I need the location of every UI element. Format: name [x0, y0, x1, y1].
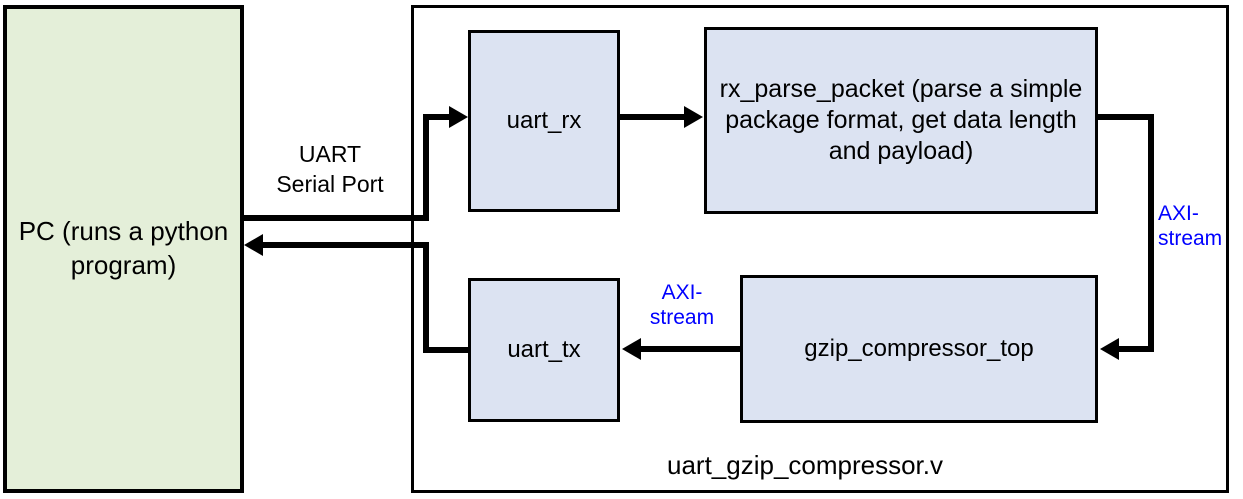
uart-tx-block: uart_tx — [468, 278, 620, 422]
uart-rx-label: uart_rx — [506, 107, 582, 135]
wire-rx-parse-to-gzip-segment-exit — [1098, 114, 1154, 120]
wire-pc-to-uart-rx-segment-horizontal — [243, 215, 429, 221]
pc-host-label: PC (runs a python program) — [18, 216, 229, 280]
uart-rx-block: uart_rx — [468, 30, 620, 212]
wire-pc-to-uart-rx-segment-entry — [423, 114, 455, 120]
wire-gzip-to-uart-tx — [640, 346, 740, 352]
wire-rx-parse-to-gzip-segment-vertical — [1148, 114, 1154, 352]
pc-host-block: PC (runs a python program) — [3, 5, 244, 493]
uart-tx-label: uart_tx — [507, 336, 581, 364]
wire-rx-parse-to-gzip-segment-entry — [1118, 346, 1154, 352]
wire-uart-rx-to-rx-parse-packet — [620, 114, 686, 120]
arrowhead-into-rx-parse-packet — [684, 106, 703, 128]
gzip-compressor-top-label: gzip_compressor_top — [804, 335, 1034, 363]
wire-uart-tx-to-pc-segment-horizontal — [262, 242, 429, 248]
arrowhead-into-uart-rx — [449, 106, 468, 128]
arrowhead-into-pc — [244, 234, 263, 256]
arrowhead-into-uart-tx — [622, 338, 641, 360]
wire-uart-tx-to-pc-segment-exit — [423, 347, 471, 353]
uart-serial-port-label: UART Serial Port — [276, 141, 384, 197]
wire-pc-to-uart-rx-segment-vertical — [423, 114, 429, 221]
arrowhead-into-gzip-compressor-top — [1100, 338, 1119, 360]
gzip-compressor-top-block: gzip_compressor_top — [740, 275, 1098, 423]
module-name-label: uart_gzip_compressor.v — [666, 450, 944, 480]
axi-stream-label-parse-to-gzip: AXI- stream — [1158, 202, 1223, 250]
rx-parse-packet-label: rx_parse_packet (parse a simple package … — [719, 75, 1083, 165]
wire-uart-tx-to-pc-segment-vertical — [423, 242, 429, 353]
rx-parse-packet-block: rx_parse_packet (parse a simple package … — [704, 27, 1098, 214]
axi-stream-label-gzip-to-uart-tx: AXI- stream — [649, 281, 715, 329]
